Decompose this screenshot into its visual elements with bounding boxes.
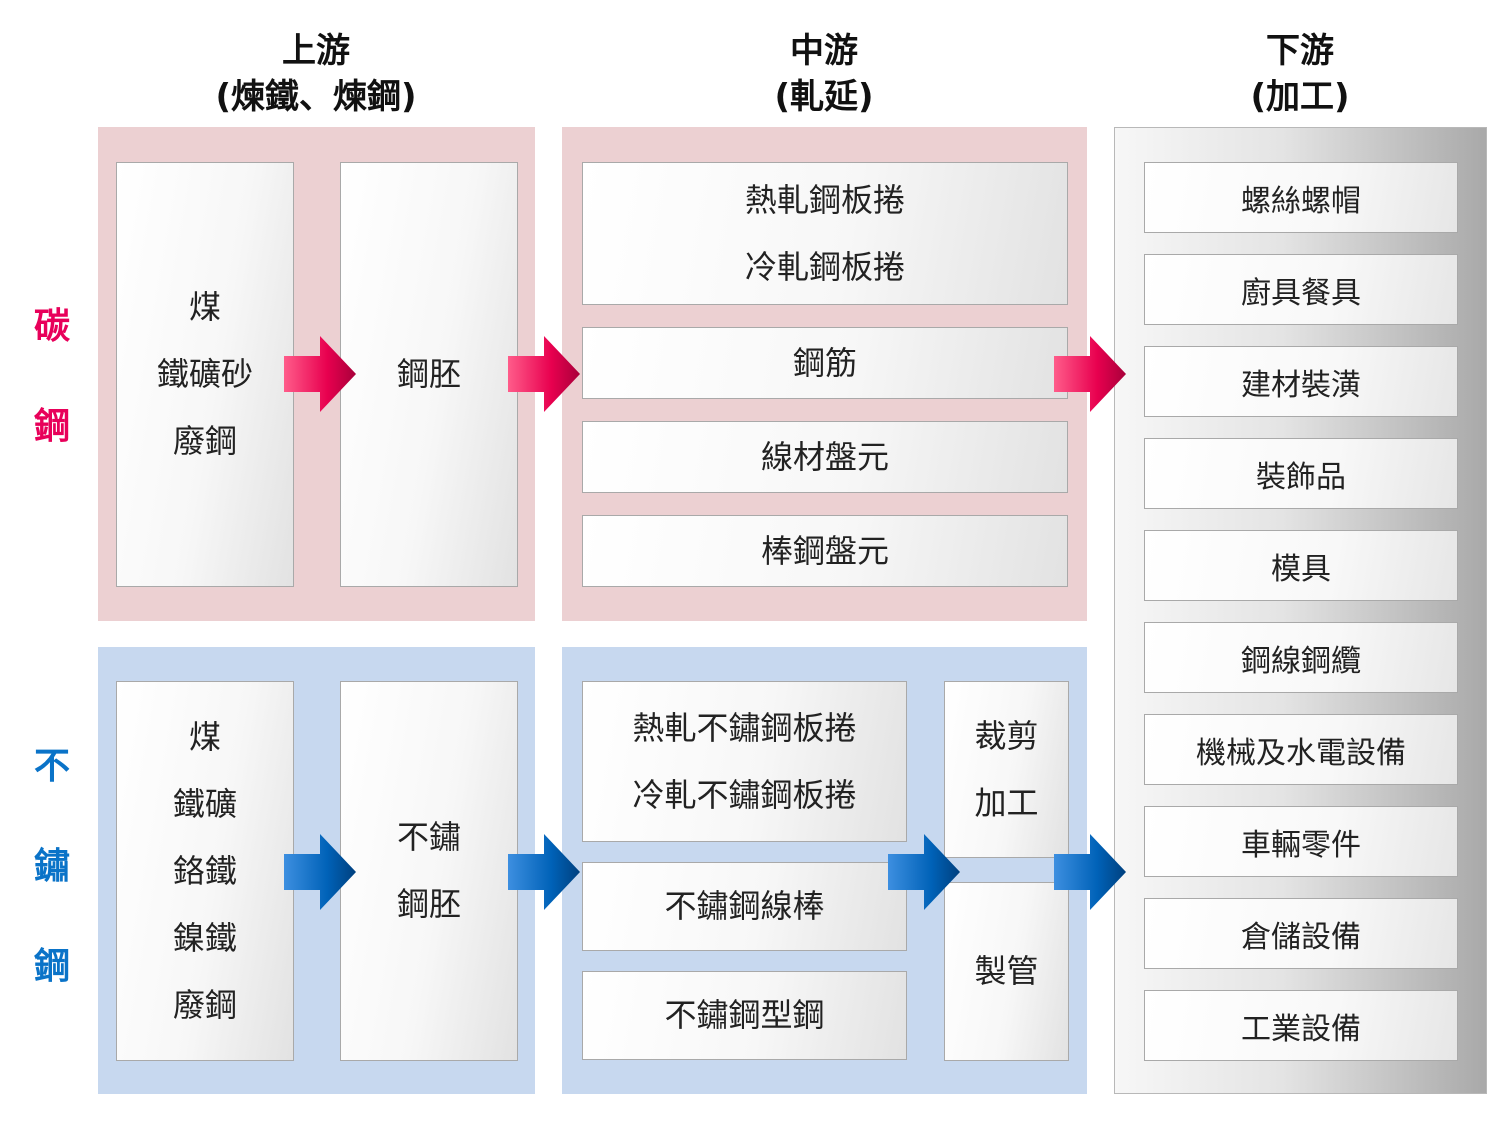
stainless-cutting-label-2: 加工 — [974, 783, 1039, 822]
header-downstream-sub: (加工) — [1250, 77, 1350, 117]
stainless-wire-bar-box: 不鏽鋼線棒 — [582, 862, 907, 951]
carbon-bar-rod-box: 棒鋼盤元 — [582, 515, 1068, 587]
header-upstream: 上游 (煉鐵、煉鋼) — [166, 28, 466, 120]
carbon-billet-label: 鋼胚 — [396, 355, 461, 393]
carbon-rebar-label: 鋼筋 — [792, 343, 857, 382]
stainless-raw-material: 煤 — [188, 717, 221, 756]
carbon-wire-rod-label: 線材盤元 — [760, 437, 889, 476]
carbon-hot-rolled-coil: 熱軋鋼板捲 — [744, 180, 905, 219]
carbon-raw-materials-box: 煤 鐵礦砂 廢鋼 — [116, 162, 294, 587]
carbon-raw-material: 煤 — [188, 288, 221, 326]
stainless-raw-material: 鎳鐵 — [172, 918, 237, 957]
stainless-raw-materials-box: 煤 鐵礦 鉻鐵 鎳鐵 廢鋼 — [116, 681, 294, 1061]
downstream-item: 工業設備 — [1144, 990, 1458, 1061]
carbon-bar-rod-label: 棒鋼盤元 — [760, 531, 889, 570]
row-label-stainless-3: 鋼 — [33, 946, 70, 987]
downstream-item: 鋼線鋼纜 — [1144, 622, 1458, 693]
downstream-item: 建材裝潢 — [1144, 346, 1458, 417]
stainless-pipe-box: 製管 — [944, 882, 1069, 1061]
carbon-coil-box: 熱軋鋼板捲 冷軋鋼板捲 — [582, 162, 1068, 305]
stainless-raw-material: 鐵礦 — [172, 784, 237, 823]
arrow-right-icon — [284, 336, 356, 412]
arrow-right-icon — [508, 834, 580, 910]
header-downstream: 下游 (加工) — [1150, 28, 1450, 120]
stainless-cutting-box: 裁剪 加工 — [944, 681, 1069, 858]
row-label-carbon-1: 碳 — [33, 306, 70, 347]
arrow-right-icon — [284, 834, 356, 910]
arrow-right-icon — [1054, 834, 1126, 910]
arrow-right-icon — [508, 336, 580, 412]
stainless-section-box: 不鏽鋼型鋼 — [582, 971, 907, 1060]
stainless-billet-label-2: 鋼胚 — [396, 885, 461, 923]
header-upstream-sub: (煉鐵、煉鋼) — [215, 77, 417, 117]
header-downstream-title: 下游 — [1266, 31, 1334, 71]
stainless-billet-box: 不鏽 鋼胚 — [340, 681, 518, 1061]
stainless-raw-material: 鉻鐵 — [172, 851, 237, 890]
header-midstream-title: 中游 — [790, 31, 858, 71]
stainless-cold-rolled-coil: 冷軋不鏽鋼板捲 — [632, 775, 857, 814]
downstream-item: 模具 — [1144, 530, 1458, 601]
row-label-stainless-2: 鏽 — [33, 846, 70, 887]
stainless-wire-bar-label: 不鏽鋼線棒 — [664, 887, 825, 925]
stainless-cutting-label-1: 裁剪 — [974, 716, 1039, 755]
downstream-item: 車輛零件 — [1144, 806, 1458, 877]
stainless-hot-rolled-coil: 熱軋不鏽鋼板捲 — [632, 708, 857, 747]
header-upstream-title: 上游 — [282, 31, 350, 71]
carbon-billet-box: 鋼胚 — [340, 162, 518, 587]
carbon-wire-rod-box: 線材盤元 — [582, 421, 1068, 493]
downstream-item: 廚具餐具 — [1144, 254, 1458, 325]
header-midstream-sub: (軋延) — [774, 77, 874, 117]
stainless-billet-label-1: 不鏽 — [396, 818, 461, 856]
carbon-rebar-box: 鋼筋 — [582, 327, 1068, 399]
row-label-stainless: 不 鏽 鋼 — [22, 742, 82, 992]
stainless-pipe-label: 製管 — [974, 952, 1039, 990]
downstream-item: 裝飾品 — [1144, 438, 1458, 509]
row-label-stainless-1: 不 — [33, 746, 70, 787]
downstream-item: 螺絲螺帽 — [1144, 162, 1458, 233]
downstream-item: 機械及水電設備 — [1144, 714, 1458, 785]
carbon-raw-material: 廢鋼 — [172, 422, 237, 460]
arrow-right-icon — [1054, 336, 1126, 412]
carbon-raw-material: 鐵礦砂 — [156, 355, 253, 393]
row-label-carbon-2: 鋼 — [33, 406, 70, 447]
arrow-right-icon — [888, 834, 960, 910]
carbon-cold-rolled-coil: 冷軋鋼板捲 — [744, 247, 905, 286]
row-label-carbon: 碳 鋼 — [22, 302, 82, 452]
header-midstream: 中游 (軋延) — [674, 28, 974, 120]
stainless-raw-material: 廢鋼 — [172, 985, 237, 1024]
stainless-section-label: 不鏽鋼型鋼 — [664, 996, 825, 1034]
stainless-coil-box: 熱軋不鏽鋼板捲 冷軋不鏽鋼板捲 — [582, 681, 907, 842]
downstream-item: 倉儲設備 — [1144, 898, 1458, 969]
